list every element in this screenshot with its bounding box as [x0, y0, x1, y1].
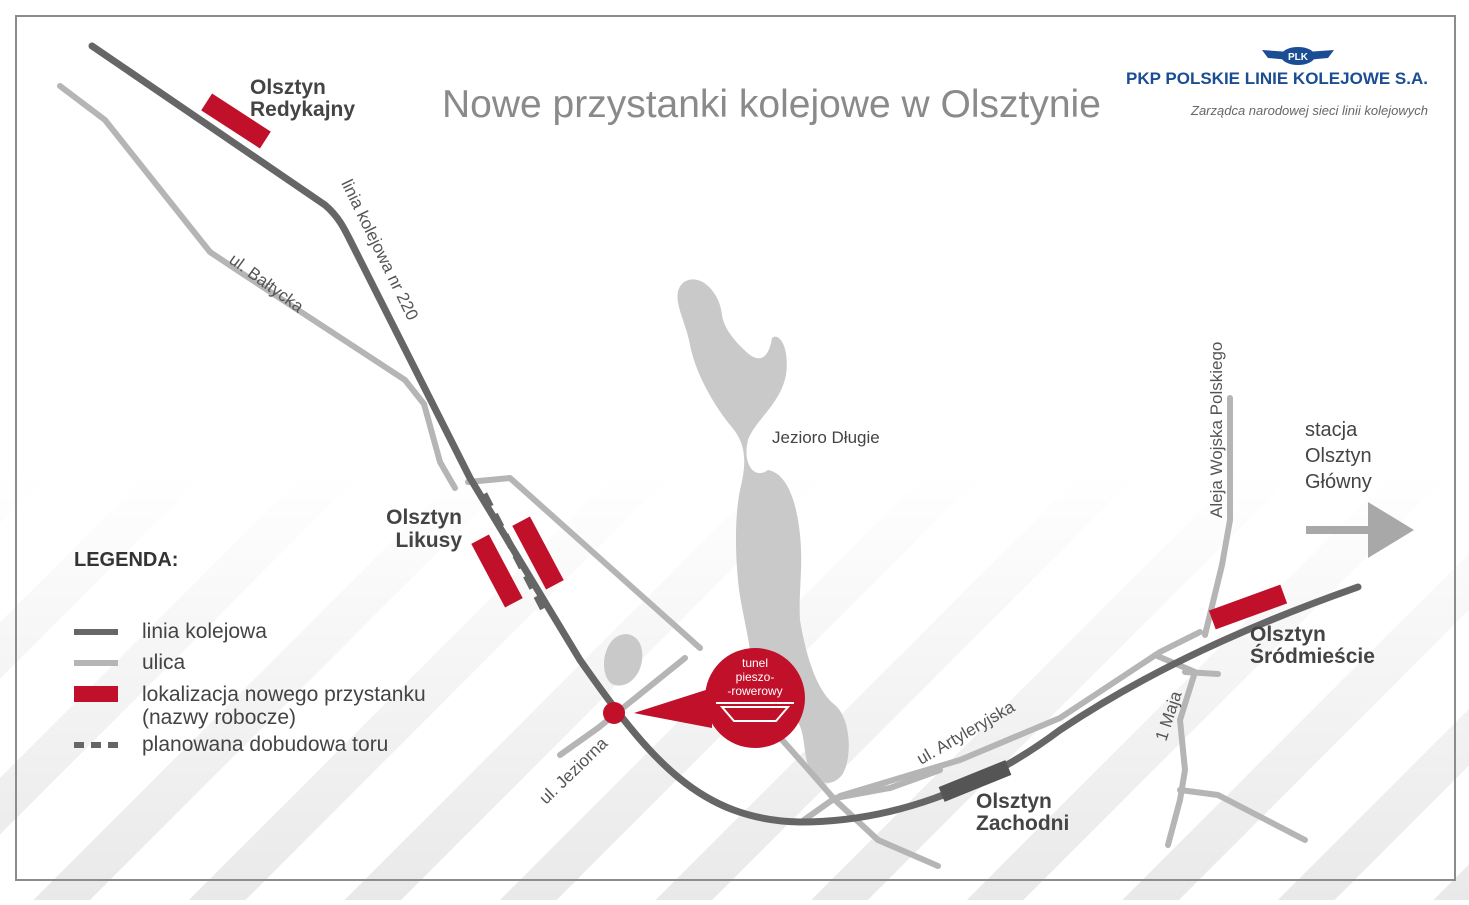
- station-zachodni-2: Zachodni: [976, 812, 1069, 835]
- main-station-3: Główny: [1305, 471, 1372, 493]
- legend-stop-swatch: [74, 686, 118, 702]
- street-maja-link: [1182, 669, 1221, 677]
- tunnel-label-3: -rowerowy: [727, 684, 782, 698]
- street-south: [801, 767, 943, 823]
- legend-planned-label: planowana dobudowa toru: [142, 733, 388, 756]
- tunnel-label-2: pieszo-: [736, 670, 775, 684]
- tunnel-location-dot: [603, 702, 625, 724]
- street-baltycka: [57, 83, 458, 491]
- station-srodmiescie-2: Śródmieście: [1250, 644, 1375, 668]
- tunnel-callout: [705, 648, 805, 748]
- streets: [57, 83, 1308, 869]
- street-artyleryjska: [837, 629, 1203, 799]
- station-likusy-2: Likusy: [395, 529, 462, 552]
- legend-rail-label: linia kolejowa: [142, 620, 267, 643]
- main-station-2: Olsztyn: [1305, 445, 1372, 467]
- street-1-maja: [1152, 652, 1198, 848]
- plk-tagline: Zarządca narodowej sieci linii kolejowyc…: [1190, 103, 1428, 118]
- station-srodmiescie-1: Olsztyn: [1250, 623, 1326, 646]
- map-frame: [15, 15, 1456, 881]
- tunnel-label-1: tunel: [742, 656, 768, 670]
- main-station-1: stacja: [1305, 419, 1358, 441]
- plk-emblem-text: PLK: [1288, 52, 1309, 63]
- legend: LEGENDA: linia kolejowa ulica lokalizacj…: [74, 549, 426, 756]
- main-station-arrow-shaft: [1306, 526, 1368, 534]
- tunnel-icon: [719, 706, 791, 722]
- street-east: [1177, 787, 1308, 843]
- label-lake: Jezioro Długie: [772, 428, 880, 447]
- station-zachodni-1: Olsztyn: [976, 790, 1052, 813]
- page-title: Nowe przystanki kolejowe w Olsztynie: [442, 83, 1101, 126]
- stop-srodmiescie-marker: [1208, 584, 1288, 630]
- street-aleja-wojska-polskiego: [1202, 395, 1233, 638]
- stop-likusy-marker-west: [471, 534, 523, 608]
- station-redykajny-1: Olsztyn: [250, 76, 326, 99]
- street-jeziorna: [557, 655, 688, 758]
- plk-emblem-icon: [1281, 47, 1315, 65]
- plk-wings-icon: [1262, 50, 1334, 60]
- stop-likusy-marker-east: [512, 516, 564, 590]
- label-aleja: Aleja Wojska Polskiego: [1207, 342, 1226, 518]
- street-segment: [465, 475, 703, 651]
- stop-redykajny-marker: [201, 93, 271, 149]
- arrow-right-icon: [1368, 502, 1414, 558]
- stop-zachodni-marker: [938, 760, 1012, 802]
- pond: [604, 634, 643, 686]
- tunnel-callout-pointer: [634, 688, 712, 728]
- legend-heading: LEGENDA:: [74, 549, 178, 571]
- plk-company-name: PKP POLSKIE LINIE KOLEJOWE S.A.: [1126, 69, 1428, 88]
- station-likusy-1: Olsztyn: [386, 506, 462, 529]
- lake-dlugie: [677, 279, 849, 783]
- legend-stop-label-2: (nazwy robocze): [142, 706, 296, 729]
- railway-line-220: [88, 42, 1362, 826]
- plk-logo: PLK PKP POLSKIE LINIE KOLEJOWE S.A. Zarz…: [1126, 47, 1428, 118]
- legend-street-label: ulica: [142, 651, 186, 674]
- station-redykajny-2: Redykajny: [250, 98, 355, 121]
- legend-stop-label-1: lokalizacja nowego przystanku: [142, 683, 426, 706]
